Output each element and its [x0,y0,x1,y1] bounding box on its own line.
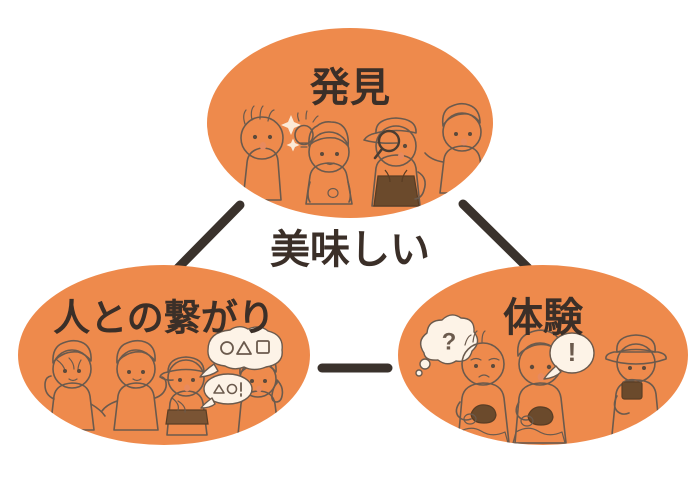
connector-top-left [171,200,245,275]
connector-group [171,199,533,373]
center-label: 美味しい [270,227,430,273]
node-connection[interactable]: 人との繋がり [18,265,310,445]
node-discovery[interactable]: 発見 [207,28,493,218]
speech-bubble-small [200,373,253,409]
speech-bubble-exclaim-text: ! [568,337,577,367]
thought-bubble-question-text: ? [442,328,457,355]
speech-bubble-exclaim: ! [543,332,595,380]
figure-bandana-kid [159,356,209,436]
figure-surprised [240,105,301,201]
figure-blond-kid [44,339,106,431]
figure-brown-kid [101,339,167,431]
figure-worried-eater [455,330,510,444]
connector-top-right [458,199,533,273]
node-connection-label: 人との繋がり [53,297,275,340]
node-discovery-label: 発見 [310,65,390,111]
thought-bubble-question: ? [415,314,479,377]
speech-bubble-shapes [199,326,283,378]
node-experience[interactable]: ? [398,265,688,445]
figure-idea [294,110,353,205]
figure-detective [363,117,426,207]
node-experience-illustration: ? [415,314,667,444]
figure-hat-drinker [605,334,667,436]
node-experience-label: 体験 [503,295,584,341]
node-connection-illustration [44,326,284,436]
